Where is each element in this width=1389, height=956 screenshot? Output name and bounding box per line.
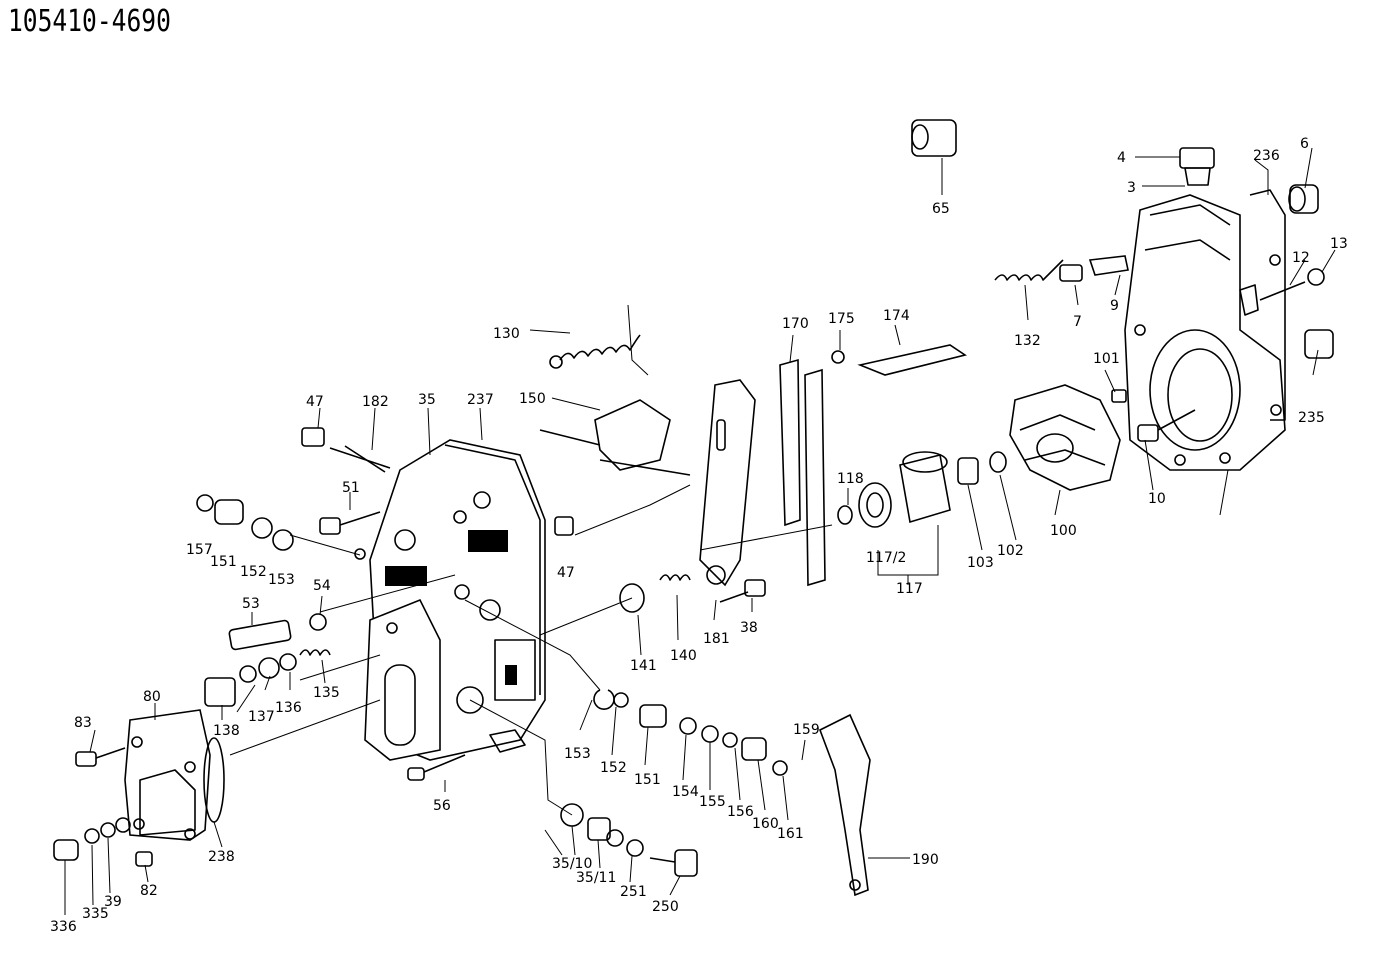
callout-174: 174 (883, 308, 910, 324)
callout-156: 156 (727, 804, 754, 820)
callout-182: 182 (362, 394, 389, 410)
callout-38: 38 (740, 620, 758, 636)
callout-117: 117 (896, 581, 923, 597)
callout-181: 181 (703, 631, 730, 647)
callout-103: 103 (967, 555, 994, 571)
callout-35-10: 35/10 (552, 856, 592, 872)
callout-235: 235 (1298, 410, 1325, 426)
callout-6: 6 (1300, 136, 1309, 152)
callout-159: 159 (793, 722, 820, 738)
callout-151: 151 (210, 554, 237, 570)
callout-170: 170 (782, 316, 809, 332)
callout-130: 130 (493, 326, 520, 342)
levers (539, 344, 967, 897)
callout-102: 102 (997, 543, 1024, 559)
callout-250: 250 (652, 899, 679, 915)
callout-136: 136 (275, 700, 302, 716)
callout-12: 12 (1292, 250, 1310, 266)
callout-160: 160 (752, 816, 779, 832)
callout-154: 154 (672, 784, 699, 800)
callout-141: 141 (630, 658, 657, 674)
callout-labels: 4 3 236 6 13 12 235 9 7 132 65 174 175 1… (50, 136, 1348, 935)
callout-151-b: 151 (634, 772, 661, 788)
governor-cover (1124, 147, 1286, 471)
sleeve-bearing (837, 451, 1007, 528)
callout-140: 140 (670, 648, 697, 664)
callout-4: 4 (1117, 150, 1126, 166)
callout-152: 152 (240, 564, 267, 580)
callout-236: 236 (1253, 148, 1280, 164)
callout-138: 138 (213, 723, 240, 739)
flyweight-assembly (1009, 384, 1121, 491)
callout-117-2: 117/2 (866, 550, 906, 566)
springs (299, 259, 1064, 656)
callout-153: 153 (268, 572, 295, 588)
callout-80: 80 (143, 689, 161, 705)
callout-161: 161 (777, 826, 804, 842)
callout-155: 155 (699, 794, 726, 810)
callout-9: 9 (1110, 298, 1119, 314)
callout-101: 101 (1093, 351, 1120, 367)
callout-100: 100 (1050, 523, 1077, 539)
callout-53: 53 (242, 596, 260, 612)
callout-237: 237 (467, 392, 494, 408)
leader-lines (64, 147, 1336, 915)
callout-118: 118 (837, 471, 864, 487)
callout-3: 3 (1127, 180, 1136, 196)
callout-56: 56 (433, 798, 451, 814)
callout-82: 82 (140, 883, 158, 899)
callout-150: 150 (519, 391, 546, 407)
callout-35-11: 35/11 (576, 870, 616, 886)
callout-135: 135 (313, 685, 340, 701)
callout-175: 175 (828, 311, 855, 327)
callout-10: 10 (1148, 491, 1166, 507)
callout-157: 157 (186, 542, 213, 558)
callout-153-b: 153 (564, 746, 591, 762)
callout-51: 51 (342, 480, 360, 496)
callout-132: 132 (1014, 333, 1041, 349)
callout-7: 7 (1073, 314, 1082, 330)
callout-39: 39 (104, 894, 122, 910)
callout-83: 83 (74, 715, 92, 731)
callout-47-b: 47 (557, 565, 575, 581)
callout-238: 238 (208, 849, 235, 865)
callout-35: 35 (418, 392, 436, 408)
callout-47: 47 (306, 394, 324, 410)
governor-housing (354, 439, 546, 761)
callout-13: 13 (1330, 236, 1348, 252)
callout-65: 65 (932, 201, 950, 217)
drawing-number: 105410-4690 (8, 4, 171, 39)
callout-137: 137 (248, 709, 275, 725)
callout-251: 251 (620, 884, 647, 900)
fasteners (53, 119, 1334, 877)
callout-190: 190 (912, 852, 939, 868)
callout-152-b: 152 (600, 760, 627, 776)
cover-plate (124, 709, 225, 841)
callout-336: 336 (50, 919, 77, 935)
callout-54: 54 (313, 578, 331, 594)
callout-335: 335 (82, 906, 109, 922)
